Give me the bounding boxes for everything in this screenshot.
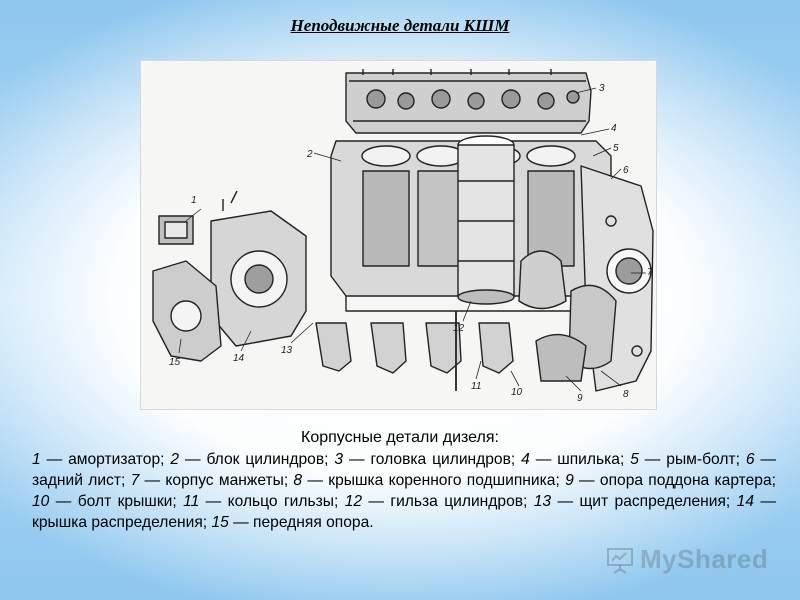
caption-item: 3 — головка цилиндров; [334, 451, 522, 468]
timing-cover-drawing [210, 190, 307, 347]
caption-item: 15 — передняя опора. [211, 514, 374, 531]
caption-item: 6 — задний лист; [32, 451, 776, 489]
slide-title: Неподвижные детали КШМ [290, 16, 510, 35]
front-support-drawing [152, 260, 222, 362]
caption-item: 14 — крышка распределения; [32, 493, 776, 531]
caption-item: 1 — амортизатор; [32, 451, 171, 468]
caption-item: 12 — гильза цилиндров; [344, 493, 534, 510]
callout-6: 6 [623, 165, 629, 176]
cylinder-liner-drawing [457, 135, 515, 305]
presentation-board-icon [607, 548, 633, 574]
damper-drawing [158, 215, 194, 245]
engine-block-illustration: 1 2 3 4 5 6 7 8 9 10 11 12 13 14 15 [140, 60, 657, 410]
callout-5: 5 [613, 143, 619, 154]
callout-8: 8 [623, 389, 629, 400]
block-feet-drawing [315, 311, 514, 391]
caption-body: 1 — амортизатор; 2 — блок цилиндров; 3 —… [32, 449, 776, 533]
caption-item: 9 — опора поддона картера; [565, 472, 776, 489]
caption-item: 13 — щит распределения; [533, 493, 737, 510]
callout-11: 11 [471, 381, 481, 392]
engine-drawing: 1 2 3 4 5 6 7 8 9 10 11 12 13 14 15 [152, 69, 654, 404]
caption-item: 8 — крышка коренного подшипника; [293, 472, 566, 489]
bearing-caps-drawing [518, 250, 617, 382]
caption-item: 11 — кольцо гильзы; [183, 493, 345, 510]
caption-item: 7 — корпус манжеты; [130, 472, 294, 489]
callout-13: 13 [281, 345, 293, 356]
callout-4: 4 [611, 123, 617, 134]
callout-3: 3 [599, 83, 605, 94]
figure-callouts: 1 2 3 4 5 6 7 8 9 10 11 12 13 14 15 [169, 83, 653, 404]
caption-item: 5 — рым-болт; [630, 451, 746, 468]
callout-14: 14 [233, 353, 245, 364]
watermark: MyShared [604, 540, 774, 580]
callout-1: 1 [191, 195, 197, 206]
callout-15: 15 [169, 357, 181, 368]
caption-heading: Корпусные детали дизеля: [301, 429, 499, 446]
callout-12: 12 [453, 323, 465, 334]
caption-item: 4 — шпилька; [521, 451, 631, 468]
caption-item: 2 — блок цилиндров; [170, 451, 335, 468]
caption-item: 10 — болт крышки; [32, 493, 184, 510]
callout-2: 2 [306, 149, 313, 160]
cylinder-head-drawing [345, 69, 592, 134]
watermark-text: MyShared [640, 544, 769, 574]
callout-10: 10 [511, 387, 523, 398]
callout-9: 9 [577, 393, 583, 404]
callout-7: 7 [647, 267, 653, 278]
